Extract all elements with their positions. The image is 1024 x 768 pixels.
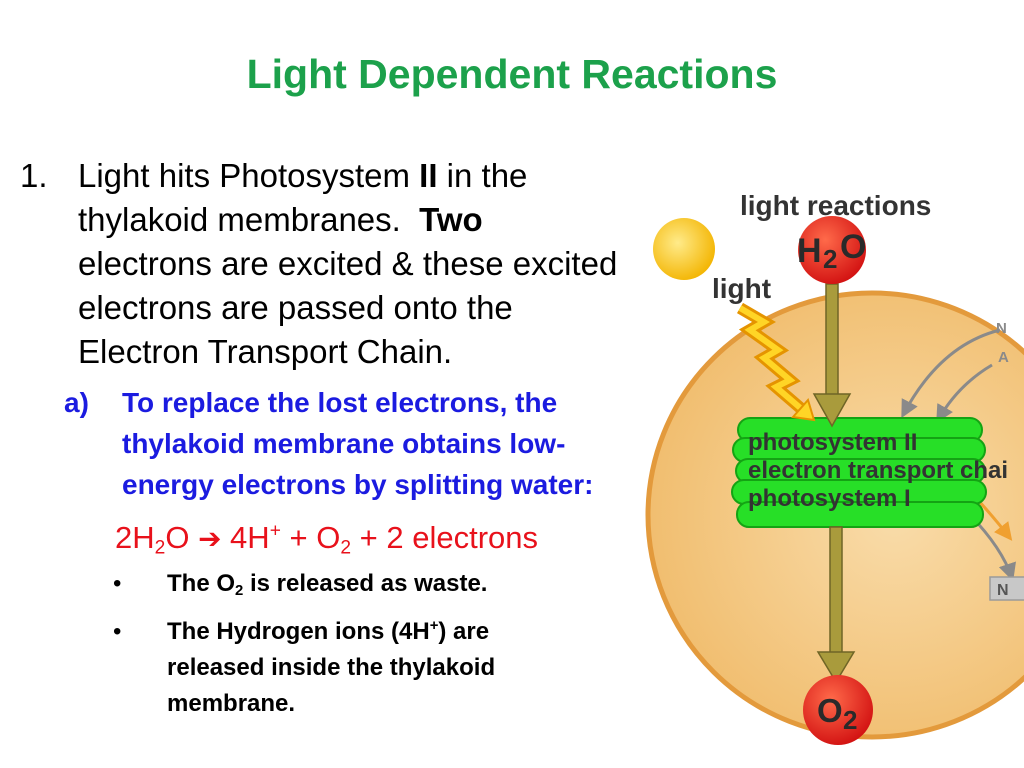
bold-text: II: [419, 157, 438, 194]
oxygen-subscript: 2: [843, 705, 857, 735]
text-line: energy electrons by splitting water:: [122, 469, 594, 500]
edge-box: [989, 576, 1024, 601]
electron-transport-chain-label: electron transport chai: [748, 457, 1008, 484]
equation-text: + O: [280, 520, 341, 555]
text-segment: Electron Transport Chain.: [78, 333, 453, 370]
water-circle: [798, 216, 866, 284]
text-line: The O2 is released as waste.: [167, 566, 487, 602]
text-line: electrons are excited & these excited: [78, 242, 617, 286]
lightning-bolt-icon: [738, 305, 807, 415]
orange-arrow-icon: [976, 498, 1013, 541]
sub-point-marker: a): [64, 387, 89, 418]
oxygen-circle: [803, 675, 873, 745]
text-line: To replace the lost electrons, the: [122, 387, 558, 418]
equation-text: O: [165, 520, 199, 555]
equation-text: 2H: [115, 520, 155, 555]
water-down-arrow: [825, 283, 839, 397]
list-item-text: Light hits Photosystem II in the thylako…: [78, 154, 617, 374]
water-subscript: 2: [823, 244, 837, 274]
sun-icon: [653, 218, 715, 280]
curved-arrow-icon: [901, 328, 1001, 419]
text-segment: The O: [167, 570, 236, 597]
light-label: light: [712, 273, 771, 304]
subscript: 2: [340, 537, 352, 559]
text-line: thylakoid membranes. Two: [78, 198, 617, 242]
text-line: membrane.: [167, 690, 296, 717]
text-line: Light hits Photosystem II in the: [78, 154, 617, 198]
water-down-arrowhead-icon: [812, 393, 852, 428]
text-line: Electron Transport Chain.: [78, 330, 617, 374]
curved-arrow-icon: [936, 363, 993, 424]
superscript: +: [429, 618, 439, 635]
photosystem-i-label: photosystem I: [748, 485, 911, 512]
text-segment: is released as waste.: [243, 570, 488, 597]
slide-title: Light Dependent Reactions: [246, 51, 778, 97]
bullet-text: The O2 is released as waste.: [167, 566, 487, 602]
light-reactions-diagram: N A N photosystem II electron transport …: [645, 190, 1024, 745]
equation-text: + 2 electrons: [351, 520, 539, 555]
text-segment: The Hydrogen ions (4H: [167, 618, 430, 645]
superscript: +: [269, 520, 281, 542]
text-segment: electrons are excited & these excited: [78, 245, 618, 282]
text-segment: ) are: [438, 618, 490, 645]
thylakoid-disc: [736, 501, 984, 528]
sub-point-text: To replace the lost electrons, the thyla…: [122, 382, 593, 505]
water-symbol: H: [797, 232, 822, 270]
edge-label: A: [998, 349, 1009, 366]
text-segment: electrons are passed onto the: [78, 289, 513, 326]
water-symbol-end: O: [840, 228, 866, 266]
subscript: 2: [235, 583, 244, 600]
text-line: thylakoid membrane obtains low-: [122, 428, 566, 459]
bullet-icon: •: [113, 570, 122, 597]
diagram-heading: light reactions: [740, 190, 931, 221]
text-line: electrons are passed onto the: [78, 286, 617, 330]
chemical-equation: 2H2O ➔ 4H+ + O2 + 2 electrons: [115, 518, 538, 559]
edge-box-label: N: [997, 582, 1009, 599]
edge-label: N: [996, 320, 1007, 337]
oxygen-down-arrow: [829, 526, 843, 655]
text-line: released inside the thylakoid: [167, 654, 496, 681]
bullet-icon: •: [113, 618, 122, 645]
bold-text: Two: [419, 201, 483, 238]
text-segment: thylakoid membranes.: [78, 201, 420, 238]
right-arrow-icon: ➔: [198, 522, 222, 555]
text-segment: in the: [437, 157, 528, 194]
oxygen-symbol: O: [817, 692, 843, 729]
list-number: 1.: [20, 157, 48, 194]
lightning-arrowhead-icon: [791, 397, 816, 422]
oxygen-down-arrowhead-icon: [816, 651, 856, 684]
equation-text: 4H: [221, 520, 270, 555]
thylakoid-stack: [731, 417, 987, 528]
photosystem-ii-label: photosystem II: [748, 429, 917, 456]
subscript: 2: [154, 537, 166, 559]
bullet-text: The Hydrogen ions (4H+) are released ins…: [167, 614, 495, 722]
text-line: The Hydrogen ions (4H+) are: [167, 614, 495, 650]
text-segment: Light hits Photosystem: [78, 157, 420, 194]
